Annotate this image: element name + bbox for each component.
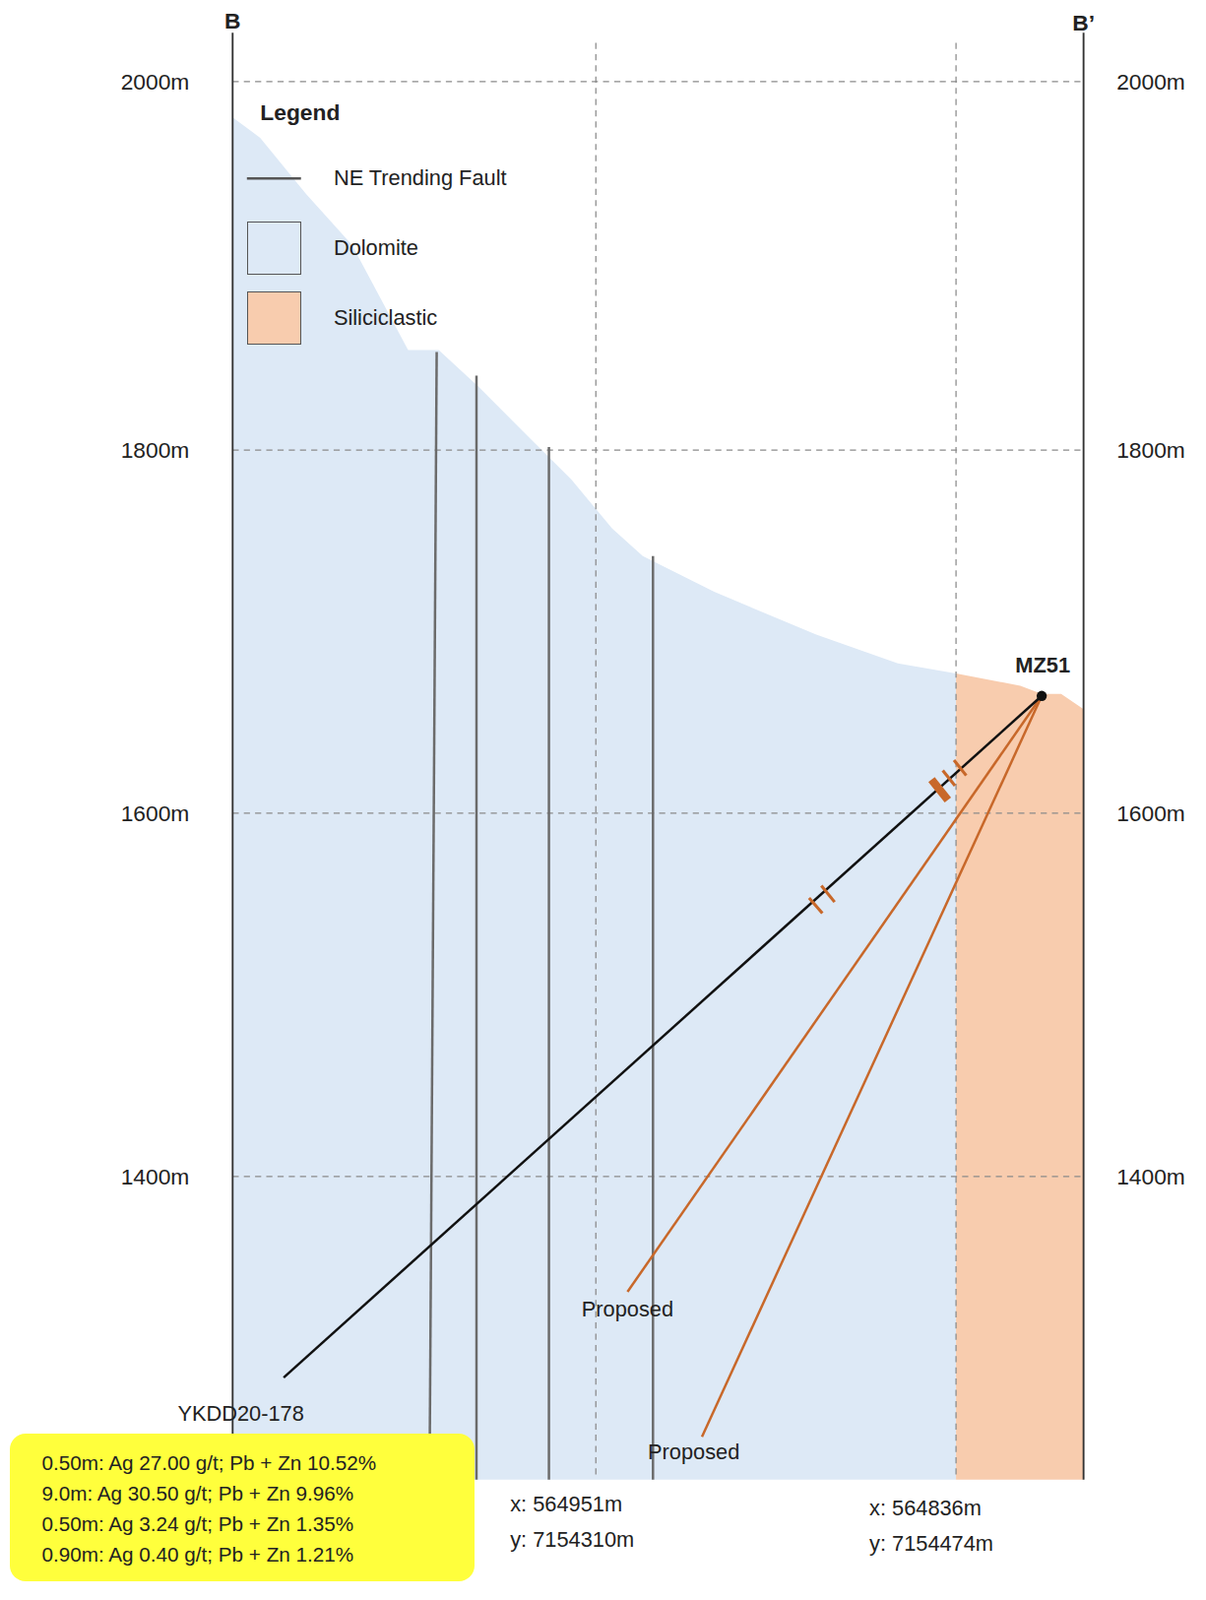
legend-line-sample (247, 177, 302, 180)
dolomite-unit (232, 117, 956, 1480)
section-label: Proposed (647, 1439, 740, 1464)
drillhole-trace (283, 696, 1042, 1378)
grid-lines (232, 43, 1083, 1480)
assay-line: 0.90m: Ag 0.40 g/t; Pb + Zn 1.21% (41, 1538, 457, 1570)
section-label: x: 564836m (869, 1495, 982, 1521)
assay-line: 9.0m: Ag 30.50 g/t; Pb + Zn 9.96% (41, 1477, 457, 1509)
legend-text: NE Trending Fault (333, 166, 508, 191)
section-label: 1800m (1116, 437, 1186, 463)
legend-text: Siliciclastic (333, 306, 438, 331)
section-label: 1400m (121, 1163, 191, 1190)
section-label: y: 7154474m (869, 1530, 994, 1556)
section-label: y: 7154310m (509, 1526, 635, 1552)
collar-point (1036, 691, 1047, 701)
proposed-drillholes (627, 696, 1042, 1437)
section-label: YKDD20-178 (177, 1401, 304, 1427)
section-label: 1600m (121, 800, 191, 826)
section-border (232, 32, 1083, 1480)
section-label: B (224, 7, 241, 34)
section-label: 1400m (1116, 1163, 1186, 1190)
section-label: 2000m (1116, 68, 1186, 95)
assay-line: 0.50m: Ag 3.24 g/t; Pb + Zn 1.35% (41, 1508, 457, 1539)
section-label: 1600m (1116, 800, 1186, 826)
section-label: 1800m (121, 437, 191, 463)
section-label: 2000m (121, 68, 191, 95)
section-label: MZ51 (1015, 652, 1071, 678)
assay-line: 0.50m: Ag 27.00 g/t; Pb + Zn 10.52% (41, 1447, 457, 1478)
section-label: B’ (1072, 9, 1095, 36)
section-label: Legend (259, 99, 340, 126)
legend-text: Dolomite (333, 235, 419, 260)
siliciclastic-unit (955, 673, 1084, 1480)
section-label: Proposed (581, 1296, 674, 1322)
section-label: x: 564951m (509, 1491, 623, 1517)
legend-swatch (247, 291, 302, 345)
legend-swatch (247, 221, 302, 275)
assay-results-box: 0.50m: Ag 27.00 g/t; Pb + Zn 10.52%9.0m:… (9, 1433, 475, 1582)
intercept-marks (809, 760, 967, 913)
